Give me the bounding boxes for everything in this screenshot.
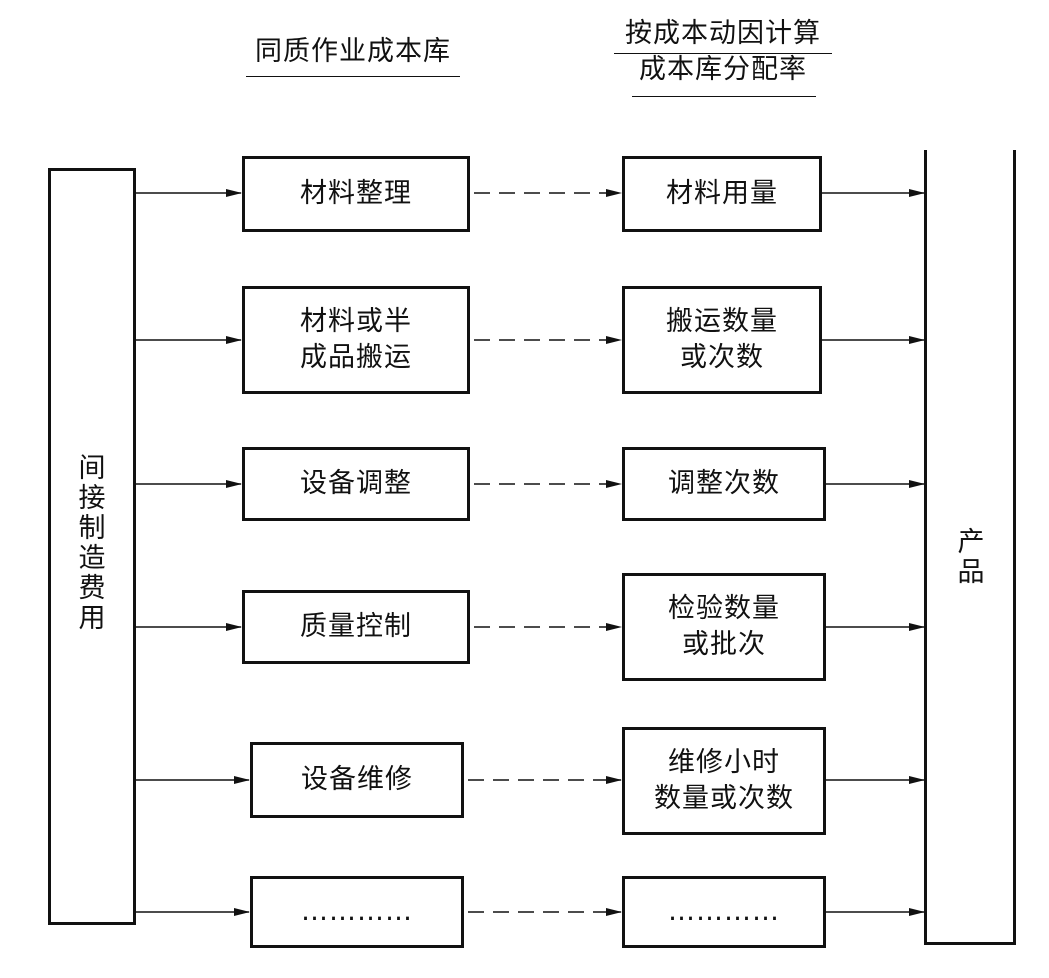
pool-label: 质量控制 xyxy=(300,611,412,642)
pool-box-material-transport: 材料或半 成品搬运 xyxy=(242,286,470,394)
driver-box-transport-count: 搬运数量 或次数 xyxy=(622,286,822,394)
pool-label: 材料或半 成品搬运 xyxy=(300,306,412,373)
pool-box-equipment-setup: 设备调整 xyxy=(242,447,470,521)
rate-heading-underline-2 xyxy=(632,96,816,97)
pools-heading: 同质作业成本库 xyxy=(246,34,460,70)
driver-box-inspection-count: 检验数量 或批次 xyxy=(622,573,826,681)
driver-box-setup-count: 调整次数 xyxy=(622,447,826,521)
driver-label: 调整次数 xyxy=(668,468,780,499)
pool-label: 材料整理 xyxy=(300,178,412,209)
rate-heading: 按成本动因计算 成本库分配率 xyxy=(612,16,834,88)
pool-box-material-handling: 材料整理 xyxy=(242,156,470,232)
driver-label: 搬运数量 或次数 xyxy=(666,306,778,373)
pool-box-quality-control: 质量控制 xyxy=(242,590,470,664)
product-label: 产品 xyxy=(957,527,985,588)
rate-heading-line2: 成本库分配率 xyxy=(639,54,807,85)
rate-heading-underline-1 xyxy=(614,53,832,54)
driver-box-material-usage: 材料用量 xyxy=(622,156,822,232)
pool-label: 设备调整 xyxy=(300,468,412,499)
pool-box-ellipsis: ………… xyxy=(250,876,464,948)
pool-label: 设备维修 xyxy=(301,764,413,795)
driver-label: ………… xyxy=(668,896,780,927)
driver-label: 检验数量 或批次 xyxy=(668,593,780,660)
pools-heading-underline xyxy=(246,76,460,77)
pool-box-equipment-maintenance: 设备维修 xyxy=(250,742,464,818)
pool-label: ………… xyxy=(301,896,413,927)
rate-heading-line1: 按成本动因计算 xyxy=(625,18,821,49)
driver-label: 维修小时 数量或次数 xyxy=(654,747,794,814)
overhead-box xyxy=(48,168,136,925)
pools-heading-text: 同质作业成本库 xyxy=(255,36,451,67)
driver-box-ellipsis: ………… xyxy=(622,876,826,948)
driver-label: 材料用量 xyxy=(666,178,778,209)
product-box xyxy=(924,150,1016,945)
driver-box-maintenance-hours: 维修小时 数量或次数 xyxy=(622,727,826,835)
overhead-label: 间接制造费用 xyxy=(78,453,106,634)
